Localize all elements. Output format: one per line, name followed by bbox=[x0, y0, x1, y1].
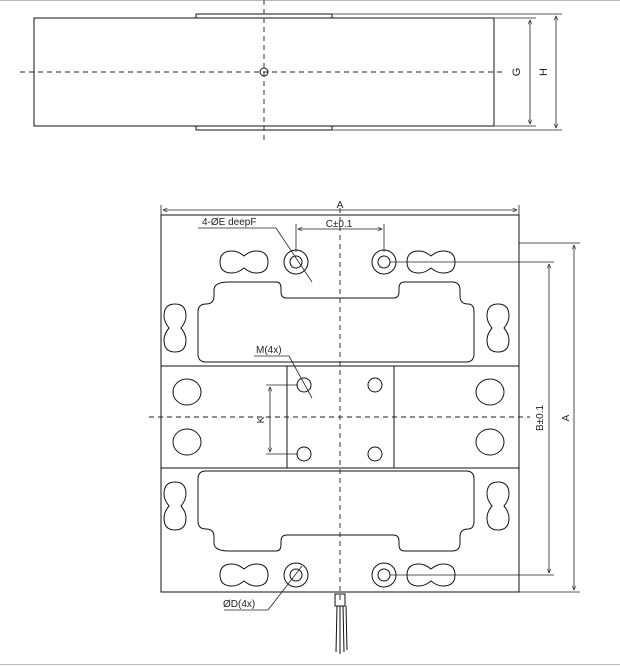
dimension-b-label: B±0.1 bbox=[535, 405, 546, 431]
dimension-h-label: H bbox=[538, 68, 550, 76]
dimension-k-label: K bbox=[256, 416, 267, 423]
top-view: A C±0.1 4-ØE deepF M(4x) K ØD(4x) B±0.1 bbox=[149, 200, 580, 654]
dimension-a-side-label: A bbox=[561, 414, 572, 421]
thread-hole-1 bbox=[296, 377, 312, 393]
lower-pocket-outline bbox=[197, 470, 475, 552]
dimension-c-label: C±0.1 bbox=[326, 219, 353, 230]
upper-pocket-outline bbox=[197, 281, 475, 363]
slot-right-lower bbox=[486, 481, 510, 531]
slot-top-left bbox=[219, 250, 269, 274]
band-oval-right-bottom bbox=[475, 428, 505, 456]
dimension-d-label: ØD(4x) bbox=[223, 599, 255, 610]
dimension-g-label: G bbox=[511, 68, 523, 77]
thread-hole-2 bbox=[367, 377, 383, 393]
dimension-m-label: M(4x) bbox=[256, 345, 282, 356]
band-oval-right-top bbox=[475, 378, 505, 406]
slot-left-upper bbox=[163, 303, 187, 353]
slot-right-upper bbox=[486, 303, 510, 353]
slot-bottom-left bbox=[219, 563, 269, 587]
dimension-a-top-label: A bbox=[337, 200, 344, 211]
top-frame-edge bbox=[0, 0, 620, 1]
dimension-e-label: 4-ØE deepF bbox=[202, 217, 256, 228]
slot-left-lower bbox=[163, 481, 187, 531]
through-hole-left bbox=[283, 562, 309, 588]
band-oval-left-top bbox=[172, 378, 202, 406]
thread-hole-3 bbox=[296, 446, 312, 462]
side-view-center-hole bbox=[259, 67, 269, 77]
band-oval-left-bottom bbox=[172, 428, 202, 456]
bottom-frame-edge bbox=[0, 664, 620, 665]
dimension-d-leader bbox=[267, 565, 303, 611]
top-view-outline bbox=[160, 214, 520, 593]
dimension-e-leader bbox=[275, 227, 313, 283]
cable-wire-1 bbox=[335, 605, 338, 653]
side-view: G H bbox=[20, 0, 562, 140]
thread-hole-4 bbox=[367, 446, 383, 462]
dimension-m-leader bbox=[288, 355, 313, 399]
